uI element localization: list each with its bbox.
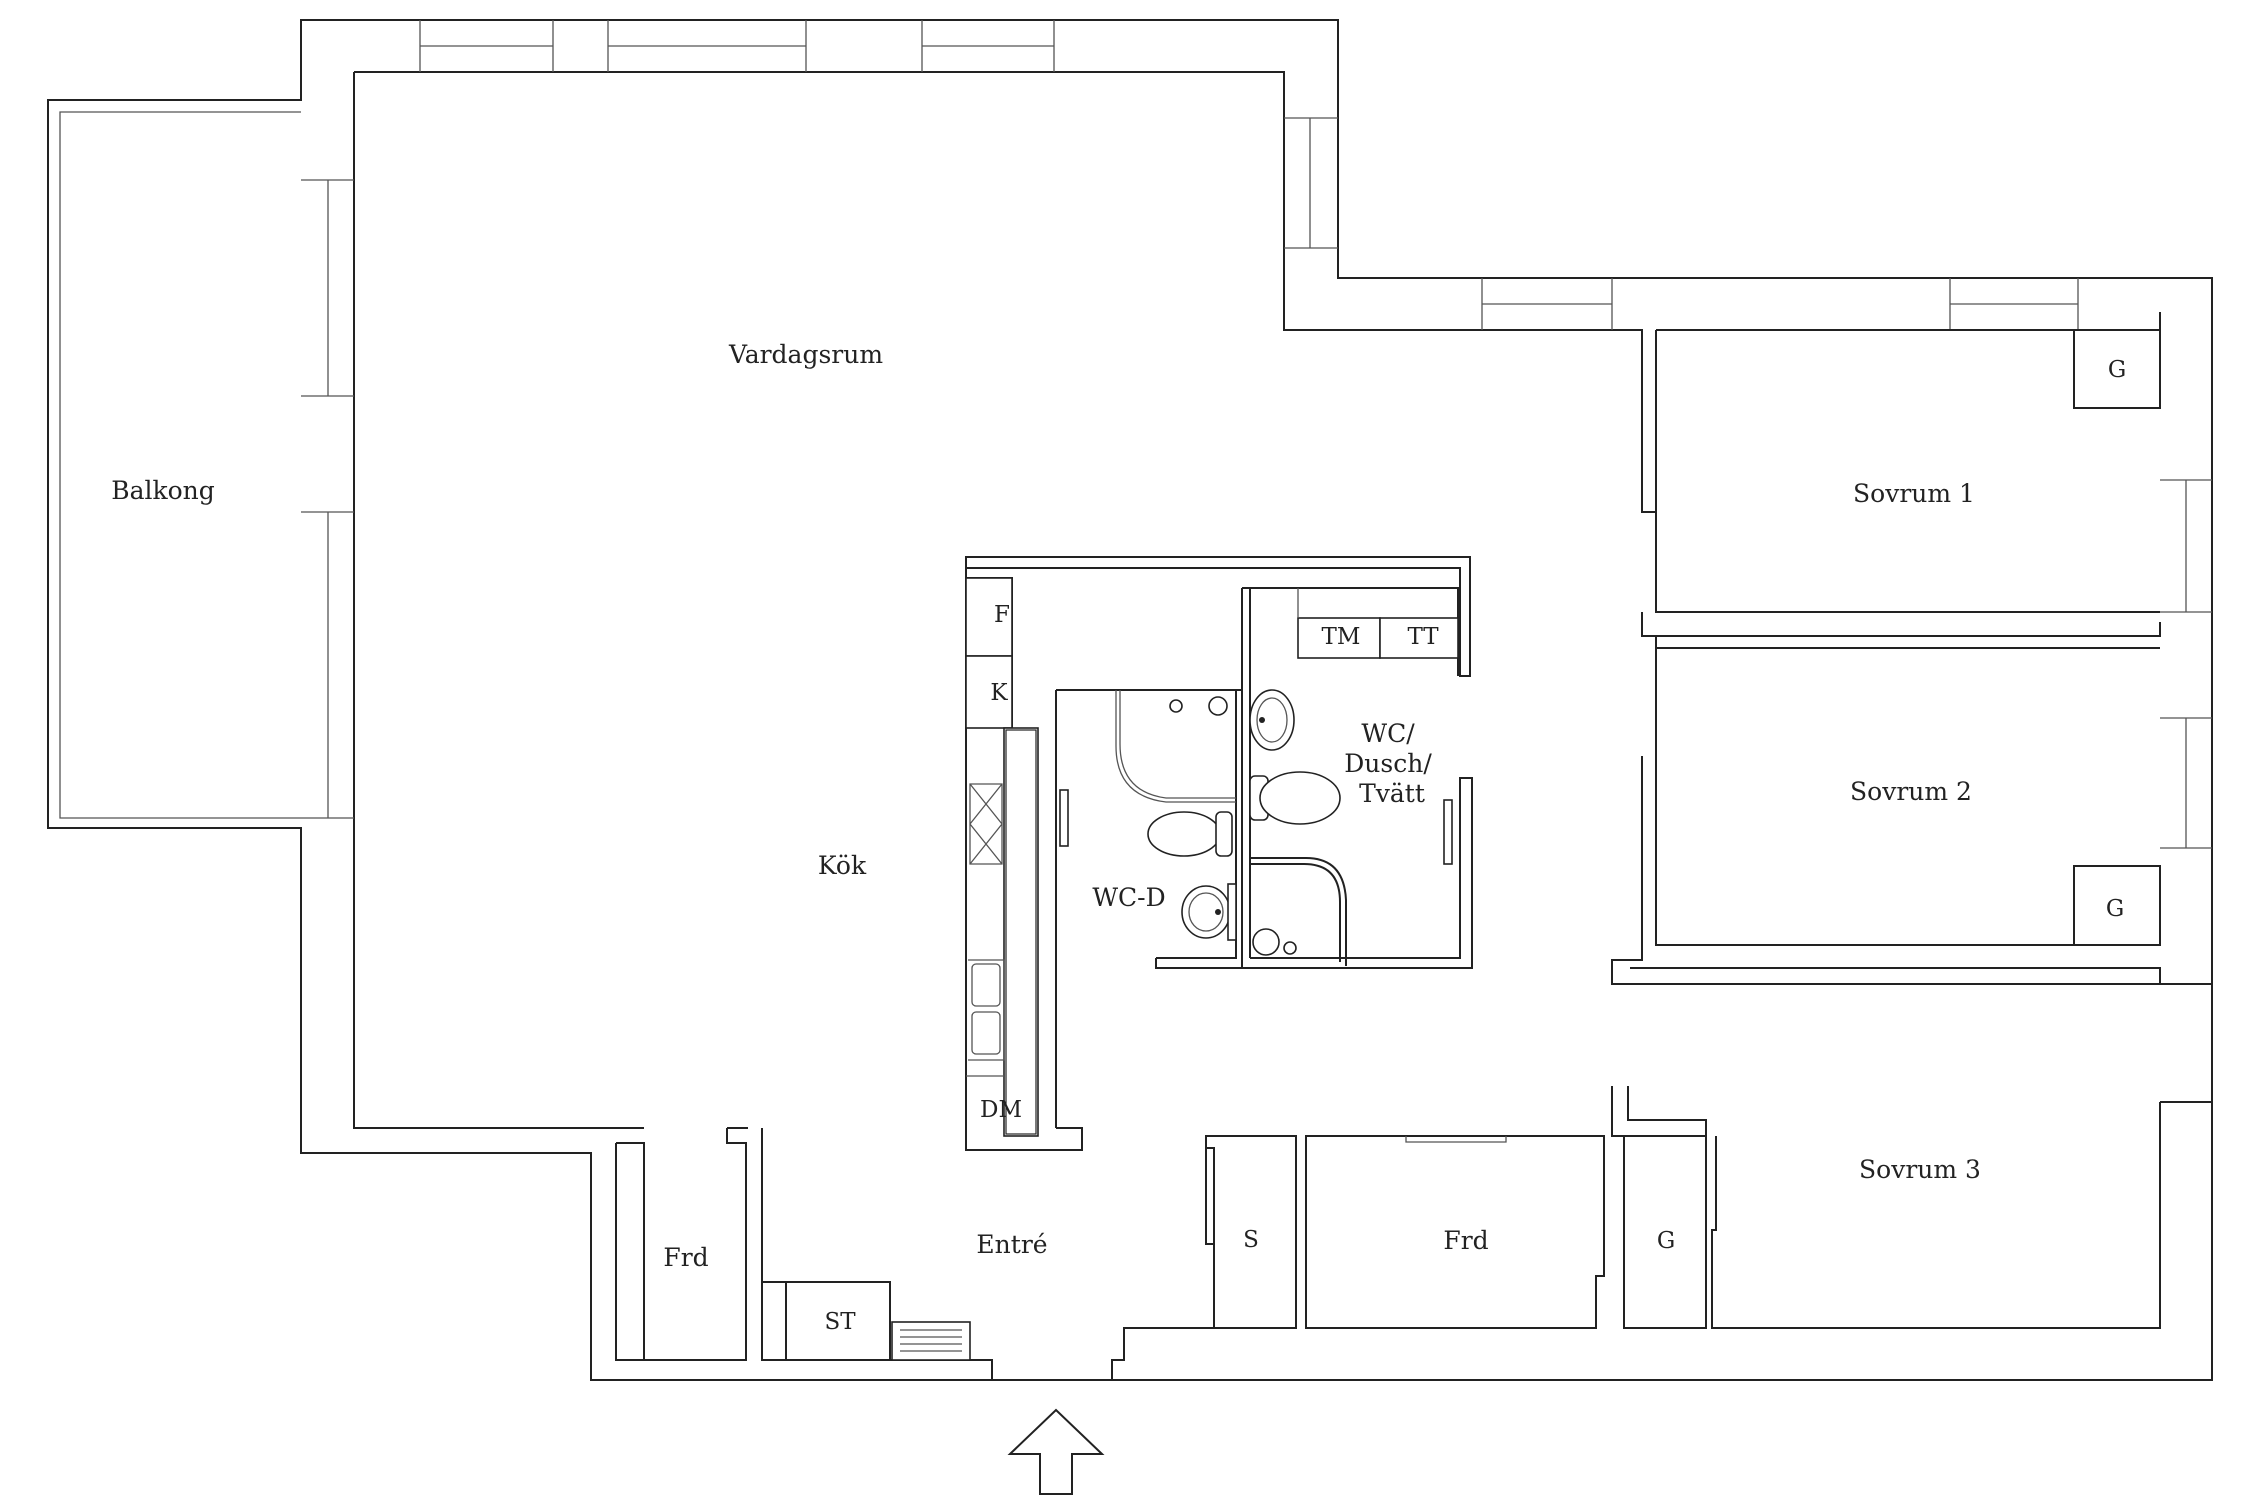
label-g-sovrum3: G	[1657, 1228, 1675, 1254]
label-tm: TM	[1322, 624, 1361, 650]
label-st: ST	[824, 1309, 856, 1335]
label-sovrum-2: Sovrum 2	[1850, 777, 1972, 806]
interior-walls	[615, 312, 2212, 1380]
label-frd-right: Frd	[1443, 1226, 1488, 1255]
label-wc-dusch-2: Dusch/	[1344, 749, 1432, 778]
entrance-arrow-icon	[1007, 1408, 1105, 1495]
wc-d	[1055, 689, 1243, 1128]
label-k: K	[990, 680, 1008, 706]
label-f: F	[994, 602, 1010, 628]
label-g-sovrum2: G	[2106, 896, 2124, 922]
label-sovrum-1: Sovrum 1	[1853, 479, 1975, 508]
kitchen	[965, 556, 1471, 1151]
label-g-sovrum1: G	[2108, 357, 2126, 383]
label-wc-d: WC-D	[1092, 883, 1165, 912]
label-tt: TT	[1407, 624, 1439, 650]
label-vardagsrum: Vardagsrum	[728, 340, 883, 369]
wc-dusch-tvatt	[1160, 587, 1473, 969]
label-frd-left: Frd	[663, 1243, 708, 1272]
label-s: S	[1243, 1227, 1259, 1253]
label-dm: DM	[980, 1097, 1022, 1123]
windows	[301, 20, 2212, 849]
label-kok: Kök	[818, 851, 867, 880]
label-wc-dusch-1: WC/	[1361, 719, 1415, 748]
label-entre: Entré	[976, 1230, 1047, 1259]
label-wc-dusch-3: Tvätt	[1359, 779, 1425, 808]
label-sovrum-3: Sovrum 3	[1859, 1155, 1981, 1184]
label-balkong: Balkong	[111, 476, 215, 505]
bedroom-closets	[2073, 329, 2161, 946]
outer-walls	[47, 19, 2213, 1381]
room-labels: Vardagsrum Balkong Kök WC-D WC/ Dusch/ T…	[111, 340, 2126, 1335]
